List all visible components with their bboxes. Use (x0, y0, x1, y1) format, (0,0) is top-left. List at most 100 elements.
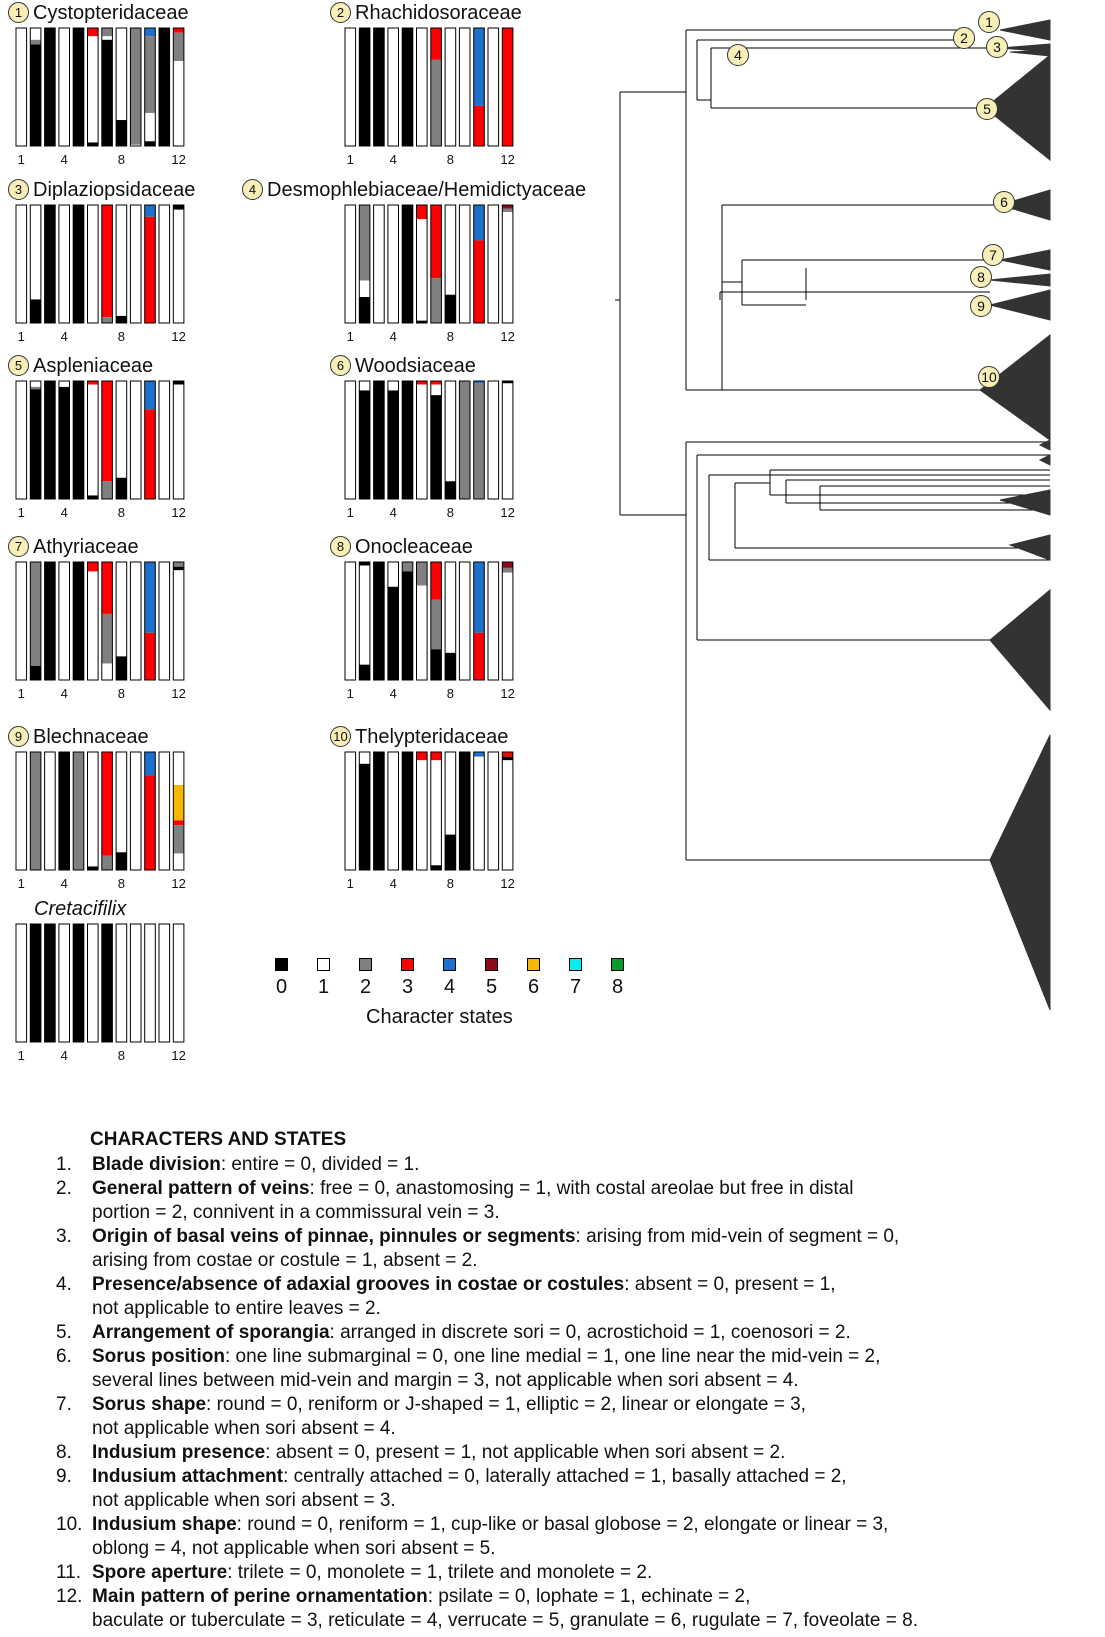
legend-label: 8 (612, 976, 624, 998)
state-segment (30, 381, 41, 387)
bar-outline (44, 923, 56, 1043)
family-name: Diplaziopsidaceae (33, 179, 196, 201)
bar-outline (101, 751, 113, 871)
bar-outline (387, 561, 399, 681)
bar-outline (115, 923, 128, 1043)
state-segment (445, 834, 456, 870)
state-segment (473, 632, 485, 680)
bar-outline (430, 561, 442, 681)
state-segment (144, 28, 156, 37)
state-segment (430, 278, 442, 323)
state-segment (101, 924, 113, 1042)
character-bar-12 (501, 27, 514, 147)
bar-outline (473, 751, 485, 871)
character-bar-9 (129, 204, 142, 324)
character-bar-5 (401, 561, 414, 681)
bar-outline (44, 380, 56, 500)
state-segment (101, 36, 113, 40)
axis-tick-label: 12 (171, 505, 185, 520)
bar-outline (473, 380, 485, 500)
state-segment (130, 752, 141, 870)
bar-outline (58, 561, 71, 681)
character-bar-10 (144, 380, 156, 500)
legend-label: 4 (444, 976, 456, 998)
state-segment (445, 205, 456, 295)
axis-tick-label: 12 (171, 1048, 185, 1063)
state-segment (144, 562, 156, 633)
state-segment (488, 205, 499, 323)
bar-outline (416, 27, 428, 147)
state-segment (173, 924, 184, 1042)
character-description: Indusium shape: round = 0, reniform = 1,… (92, 1513, 888, 1561)
bar-outline (501, 380, 514, 500)
character-bar-1 (344, 561, 357, 681)
bar-outline (101, 380, 113, 500)
character-3: 3.Origin of basal veins of pinnae, pinnu… (56, 1225, 1096, 1273)
bar-outline (358, 380, 371, 500)
state-segment (30, 752, 41, 870)
state-segment (159, 381, 170, 499)
state-segment (58, 386, 70, 499)
character-number: 1. (56, 1154, 72, 1175)
clade-label-4: 4 (727, 44, 749, 66)
bar-outline (87, 380, 99, 500)
state-segment (416, 384, 428, 499)
bar-outline (15, 380, 28, 500)
state-segment (130, 924, 141, 1042)
character-7: 7.Sorus shape: round = 0, reniform or J-… (56, 1393, 1096, 1441)
bar-outline (58, 751, 71, 871)
clade-number-badge: 7 (8, 536, 29, 557)
character-bar-11 (158, 380, 171, 500)
bar-outline (501, 204, 514, 324)
state-segment (502, 572, 513, 680)
character-bar-2 (358, 751, 371, 871)
bar-outline (15, 204, 28, 324)
character-states-text: not applicable when sori absent = 3. (92, 1490, 396, 1511)
character-bar-2 (29, 380, 42, 500)
bar-outline (487, 27, 500, 147)
state-segment (58, 752, 70, 870)
state-segment (87, 142, 99, 146)
bar-outline (158, 561, 171, 681)
state-segment (130, 381, 141, 499)
bar-outline (15, 923, 28, 1043)
bar-outline (44, 561, 56, 681)
bar-outline (72, 561, 85, 681)
character-bar-12 (172, 923, 185, 1043)
state-segment (387, 586, 399, 680)
axis-tick-label: 4 (390, 505, 397, 520)
state-segment (359, 752, 370, 764)
axis-tick-label: 1 (347, 876, 354, 891)
character-description: Spore aperture: trilete = 0, monolete = … (92, 1561, 652, 1585)
bar-outline (29, 380, 42, 500)
state-segment (58, 205, 70, 323)
bar-outline (115, 27, 128, 147)
bar-outline (501, 27, 514, 147)
state-segment (16, 562, 27, 680)
character-number: 9. (56, 1466, 72, 1487)
character-number: 5. (56, 1322, 72, 1343)
state-segment (116, 656, 127, 680)
character-bar-11 (487, 204, 500, 324)
character-description: Sorus shape: round = 0, reniform or J-sh… (92, 1393, 806, 1441)
bar-outline (473, 561, 485, 681)
state-segment (359, 28, 370, 146)
axis-tick-label: 1 (18, 876, 25, 891)
bar-outline (129, 27, 142, 147)
state-segment (359, 205, 370, 281)
bar-outline (87, 751, 99, 871)
state-segment (173, 384, 184, 499)
bar-outline (401, 561, 414, 681)
state-segment (473, 240, 485, 323)
legend-label: 6 (528, 976, 540, 998)
legend-swatch-0 (275, 958, 288, 971)
character-bar-4 (58, 751, 71, 871)
character-bar-4 (58, 204, 71, 324)
state-segment (416, 381, 428, 385)
state-segment (402, 562, 413, 572)
state-segment (116, 562, 127, 657)
clade-label-9: 9 (970, 295, 992, 317)
state-segment (488, 381, 499, 499)
